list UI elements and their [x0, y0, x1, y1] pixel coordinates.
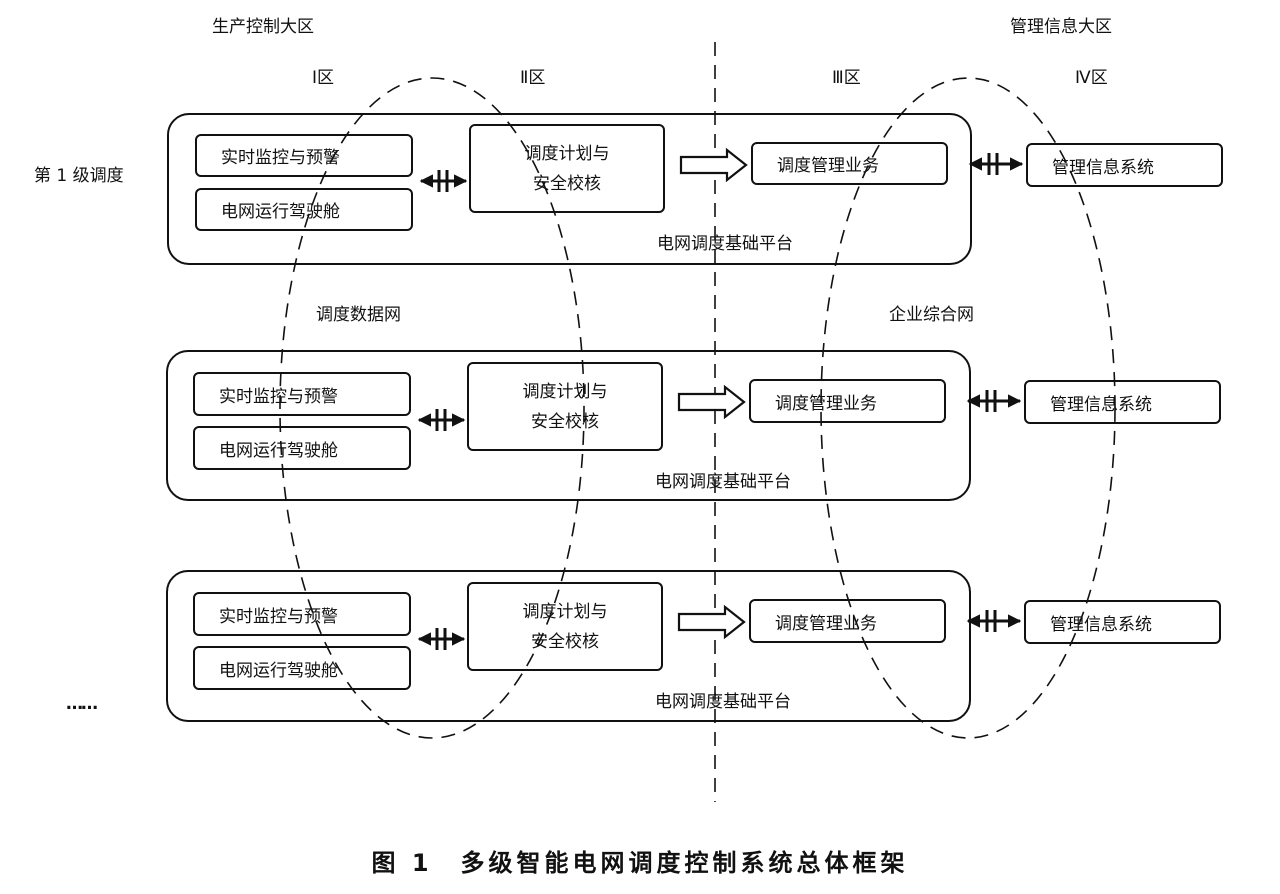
realtime-monitor-box: 实时监控与预警: [193, 372, 411, 416]
dispatch-plan-label-line2: 安全校核: [533, 173, 601, 194]
dispatch-plan-label-line1: 调度计划与: [522, 381, 608, 402]
platform-label: 电网调度基础平台: [657, 234, 793, 254]
realtime-monitor-label: 实时监控与预警: [221, 148, 340, 168]
dispatch-plan-box: 调度计划与 安全校核: [467, 582, 663, 671]
level-1-dispatch-label: 第 1 级调度: [34, 166, 124, 186]
more-levels-ellipsis: ……: [66, 694, 98, 714]
dispatch-mgmt-box: 调度管理业务: [749, 379, 946, 423]
dispatch-mgmt-box: 调度管理业务: [751, 142, 948, 185]
dispatch-mgmt-box: 调度管理业务: [749, 599, 946, 643]
dispatch-plan-label-line2: 安全校核: [531, 411, 599, 432]
bidirectional-arrow-icon: [966, 610, 1022, 632]
grid-cockpit-label: 电网运行驾驶舱: [219, 660, 338, 681]
dispatch-mgmt-label: 调度管理业务: [777, 156, 879, 176]
grid-cockpit-box: 电网运行驾驶舱: [193, 646, 411, 690]
figure-caption: 图 1 多级智能电网调度控制系统总体框架: [371, 849, 909, 877]
dispatch-mgmt-label: 调度管理业务: [775, 613, 877, 634]
mis-box: 管理信息系统: [1024, 380, 1221, 424]
zone-3-label: Ⅲ区: [832, 68, 861, 88]
dispatch-plan-label-line1: 调度计划与: [522, 601, 608, 622]
mis-label: 管理信息系统: [1050, 614, 1152, 635]
dispatch-plan-label-line1: 调度计划与: [524, 143, 610, 164]
bidirectional-arrow-icon: [966, 390, 1022, 412]
mis-label: 管理信息系统: [1052, 157, 1154, 178]
grid-cockpit-label: 电网运行驾驶舱: [221, 202, 340, 222]
grid-cockpit-box: 电网运行驾驶舱: [193, 426, 411, 470]
enterprise-network-label: 企业综合网: [889, 305, 974, 325]
dispatch-plan-label-line2: 安全校核: [531, 631, 599, 652]
realtime-monitor-box: 实时监控与预警: [195, 134, 413, 177]
zone-2-label: Ⅱ区: [520, 68, 546, 88]
dispatch-plan-box: 调度计划与 安全校核: [469, 124, 665, 213]
grid-cockpit-label: 电网运行驾驶舱: [219, 440, 338, 461]
realtime-monitor-box: 实时监控与预警: [193, 592, 411, 636]
management-info-zone-label: 管理信息大区: [1010, 17, 1112, 37]
platform-label: 电网调度基础平台: [655, 472, 791, 492]
dispatch-data-network-label: 调度数据网: [316, 305, 401, 325]
dispatch-mgmt-label: 调度管理业务: [775, 393, 877, 414]
dispatch-plan-box: 调度计划与 安全校核: [467, 362, 663, 451]
mis-box: 管理信息系统: [1024, 600, 1221, 644]
realtime-monitor-label: 实时监控与预警: [219, 386, 338, 407]
zone-1-label: Ⅰ区: [312, 68, 335, 88]
bidirectional-arrow-icon: [968, 153, 1024, 175]
platform-label: 电网调度基础平台: [655, 692, 791, 712]
mis-box: 管理信息系统: [1026, 143, 1223, 187]
zone-4-label: Ⅳ区: [1075, 68, 1108, 88]
grid-cockpit-box: 电网运行驾驶舱: [195, 188, 413, 231]
production-control-zone-label: 生产控制大区: [212, 17, 314, 37]
mis-label: 管理信息系统: [1050, 394, 1152, 415]
realtime-monitor-label: 实时监控与预警: [219, 606, 338, 627]
